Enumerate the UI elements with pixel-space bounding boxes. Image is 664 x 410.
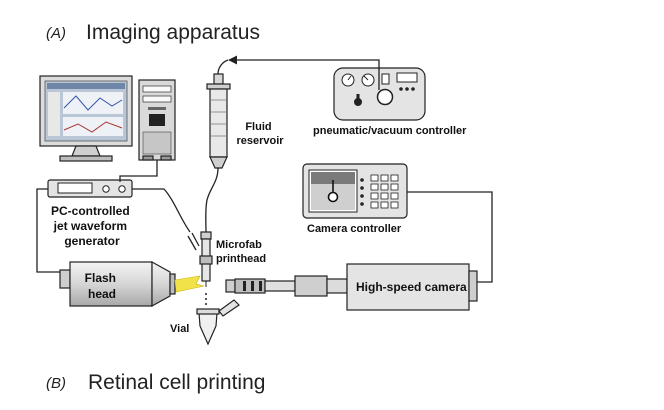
flash-head-device [59, 260, 205, 308]
panel-a-title: Imaging apparatus [86, 21, 260, 44]
wire-generator-to-flash [36, 188, 60, 273]
vial-label: Vial [170, 323, 189, 335]
flash-head-label: Flash head [85, 271, 120, 301]
wire-generator-to-printhead [132, 188, 191, 233]
high-speed-camera-device [225, 263, 478, 311]
computer-monitor [39, 75, 133, 162]
fluid-reservoir-label: Fluid reservoir [236, 121, 284, 147]
panel-b-letter: (B) [46, 375, 66, 392]
waveform-generator-label: PC-controlled jet waveform generator [51, 204, 133, 248]
printhead-device [187, 231, 213, 305]
camera-controller-device [302, 163, 408, 219]
printhead-label: Microfab printhead [216, 239, 266, 265]
syringe-reservoir [205, 59, 231, 233]
wire-tower-to-generator [119, 160, 158, 182]
pneumatic-controller-label: pneumatic/vacuum controller [313, 125, 467, 137]
camera-controller-label: Camera controller [307, 223, 402, 235]
flash-light-beam [174, 275, 205, 293]
camera-controller-keypad [370, 174, 399, 209]
panel-b-title: Retinal cell printing [88, 371, 265, 394]
wire-pneumatic-to-syringe [228, 55, 380, 90]
computer-tower [138, 79, 176, 161]
pneumatic-controller-device [333, 67, 426, 121]
waveform-generator-device [47, 179, 133, 198]
high-speed-camera-label: High-speed camera [356, 280, 467, 294]
panel-a-letter: (A) [46, 25, 66, 42]
wire-camera-controller-to-camera [407, 191, 493, 283]
vial-device [196, 299, 240, 346]
